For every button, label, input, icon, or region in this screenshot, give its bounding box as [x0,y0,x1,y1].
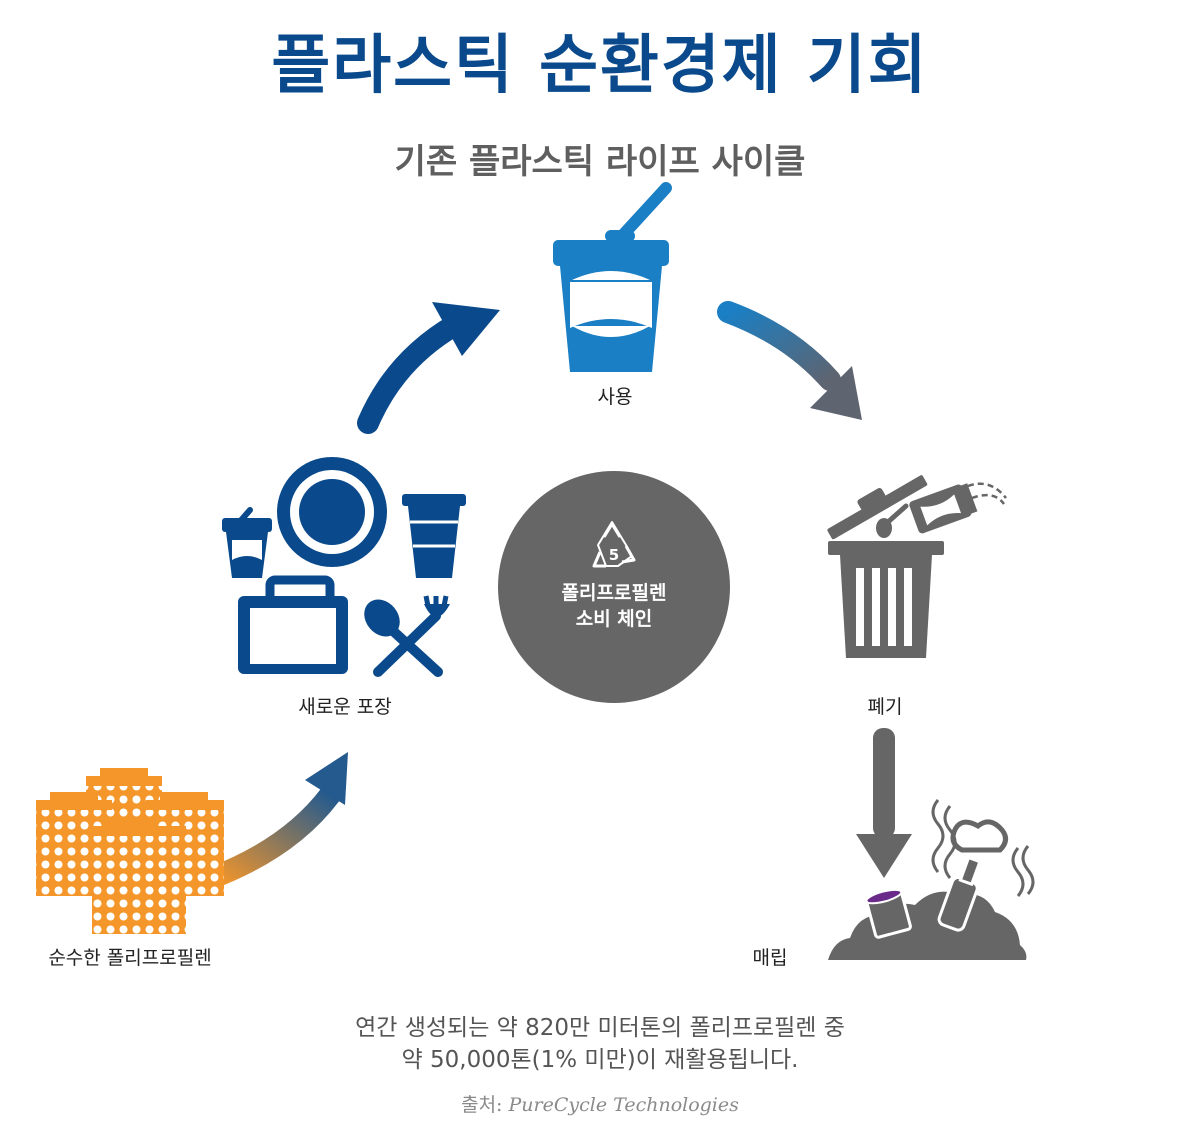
container-icon [238,575,348,674]
landfill-icon [828,799,1035,960]
small-cup-icon [222,507,272,578]
arrow-packaging-to-use [357,302,500,434]
footer-line1: 연간 생성되는 약 820만 미터톤의 폴리프로필렌 중 [355,1015,845,1041]
arrow-use-to-disposal [717,301,862,420]
source-prefix: 출처: [461,1094,503,1116]
center-label-line2: 소비 체인 [575,608,653,630]
trash-can-icon [827,475,1007,658]
stage-label-virgin-pp: 순수한 폴리프로필렌 [48,947,212,969]
packaging-icons [222,457,466,677]
stage-label-new-packaging: 새로운 포장 [298,696,392,718]
arrow-disposal-to-landfill [856,728,912,878]
diagram-subtitle: 기존 플라스틱 라이프 사이클 [394,142,806,182]
arrow-virgin-to-packaging [201,752,348,889]
stage-label-landfill: 매립 [752,947,788,969]
pellet-bags-icon [36,768,224,934]
center-circle [498,471,730,703]
yogurt-cup-icon [553,182,672,372]
center-label-line1: 폴리프로필렌 [561,582,667,604]
source-name: PureCycle Technologies [508,1094,739,1116]
plate-icon [277,457,387,567]
stage-label-use: 사용 [597,386,633,408]
recycle-code: 5 [608,546,620,564]
cutlery-icon [364,595,450,677]
source-credit: 출처: PureCycle Technologies [0,1090,1200,1117]
tall-cup-icon [402,494,466,578]
stage-label-disposal: 폐기 [867,696,903,718]
page-title: 플라스틱 순환경제 기회 [271,29,929,103]
footer-line2: 약 50,000톤(1% 미만)이 재활용됩니다. [401,1047,799,1073]
recycle-icon [592,521,636,568]
